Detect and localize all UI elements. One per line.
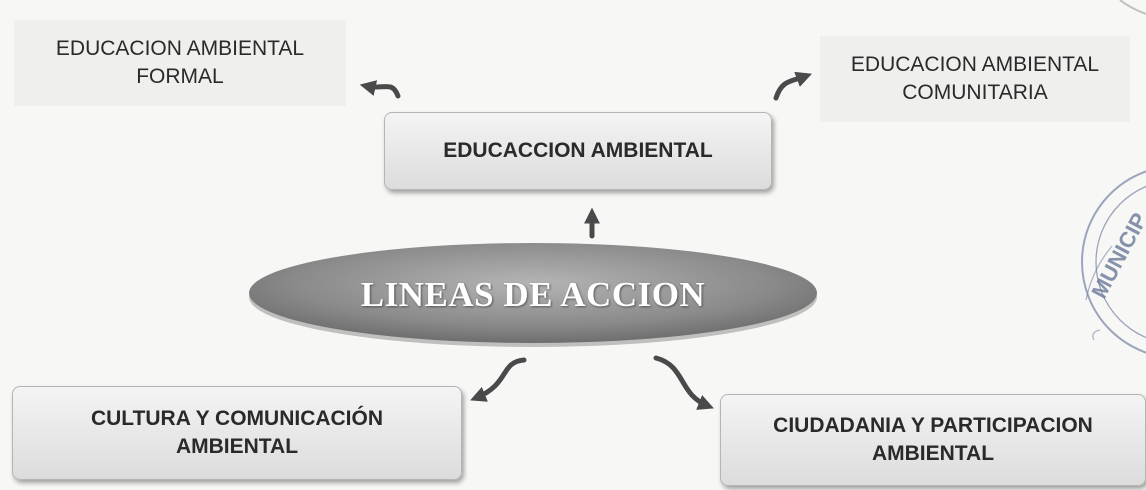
- node-educacion-ambiental-formal: EDUCACION AMBIENTAL FORMAL: [14, 20, 346, 106]
- arrow-to-cultura: [470, 357, 527, 402]
- node-educaccion-ambiental: EDUCACCION AMBIENTAL: [384, 112, 772, 190]
- arrow-to-formal: [359, 80, 401, 99]
- central-oval: [249, 243, 817, 347]
- node-ciudadania-participacion: CIUDADANIA Y PARTICIPACION AMBIENTAL: [720, 394, 1146, 486]
- node-label: EDUCACION AMBIENTAL FORMAL: [55, 36, 305, 88]
- node-label: CIUDADANIA Y PARTICIPACION AMBIENTAL: [773, 413, 1093, 465]
- node-cultura-comunicacion: CULTURA Y COMUNICACIÓN AMBIENTAL: [12, 386, 462, 480]
- arrow-to-comunitaria: [773, 71, 812, 101]
- node-label: EDUCACCION AMBIENTAL: [443, 138, 713, 162]
- node-label: EDUCACION AMBIENTAL COMUNITARIA: [850, 52, 1100, 104]
- node-educacion-ambiental-comunitaria: EDUCACION AMBIENTAL COMUNITARIA: [820, 36, 1130, 122]
- arrow-to-ciudadania: [653, 355, 714, 410]
- node-label: CULTURA Y COMUNICACIÓN AMBIENTAL: [90, 406, 384, 458]
- central-node-label: LINEAS DE ACCION: [360, 275, 706, 314]
